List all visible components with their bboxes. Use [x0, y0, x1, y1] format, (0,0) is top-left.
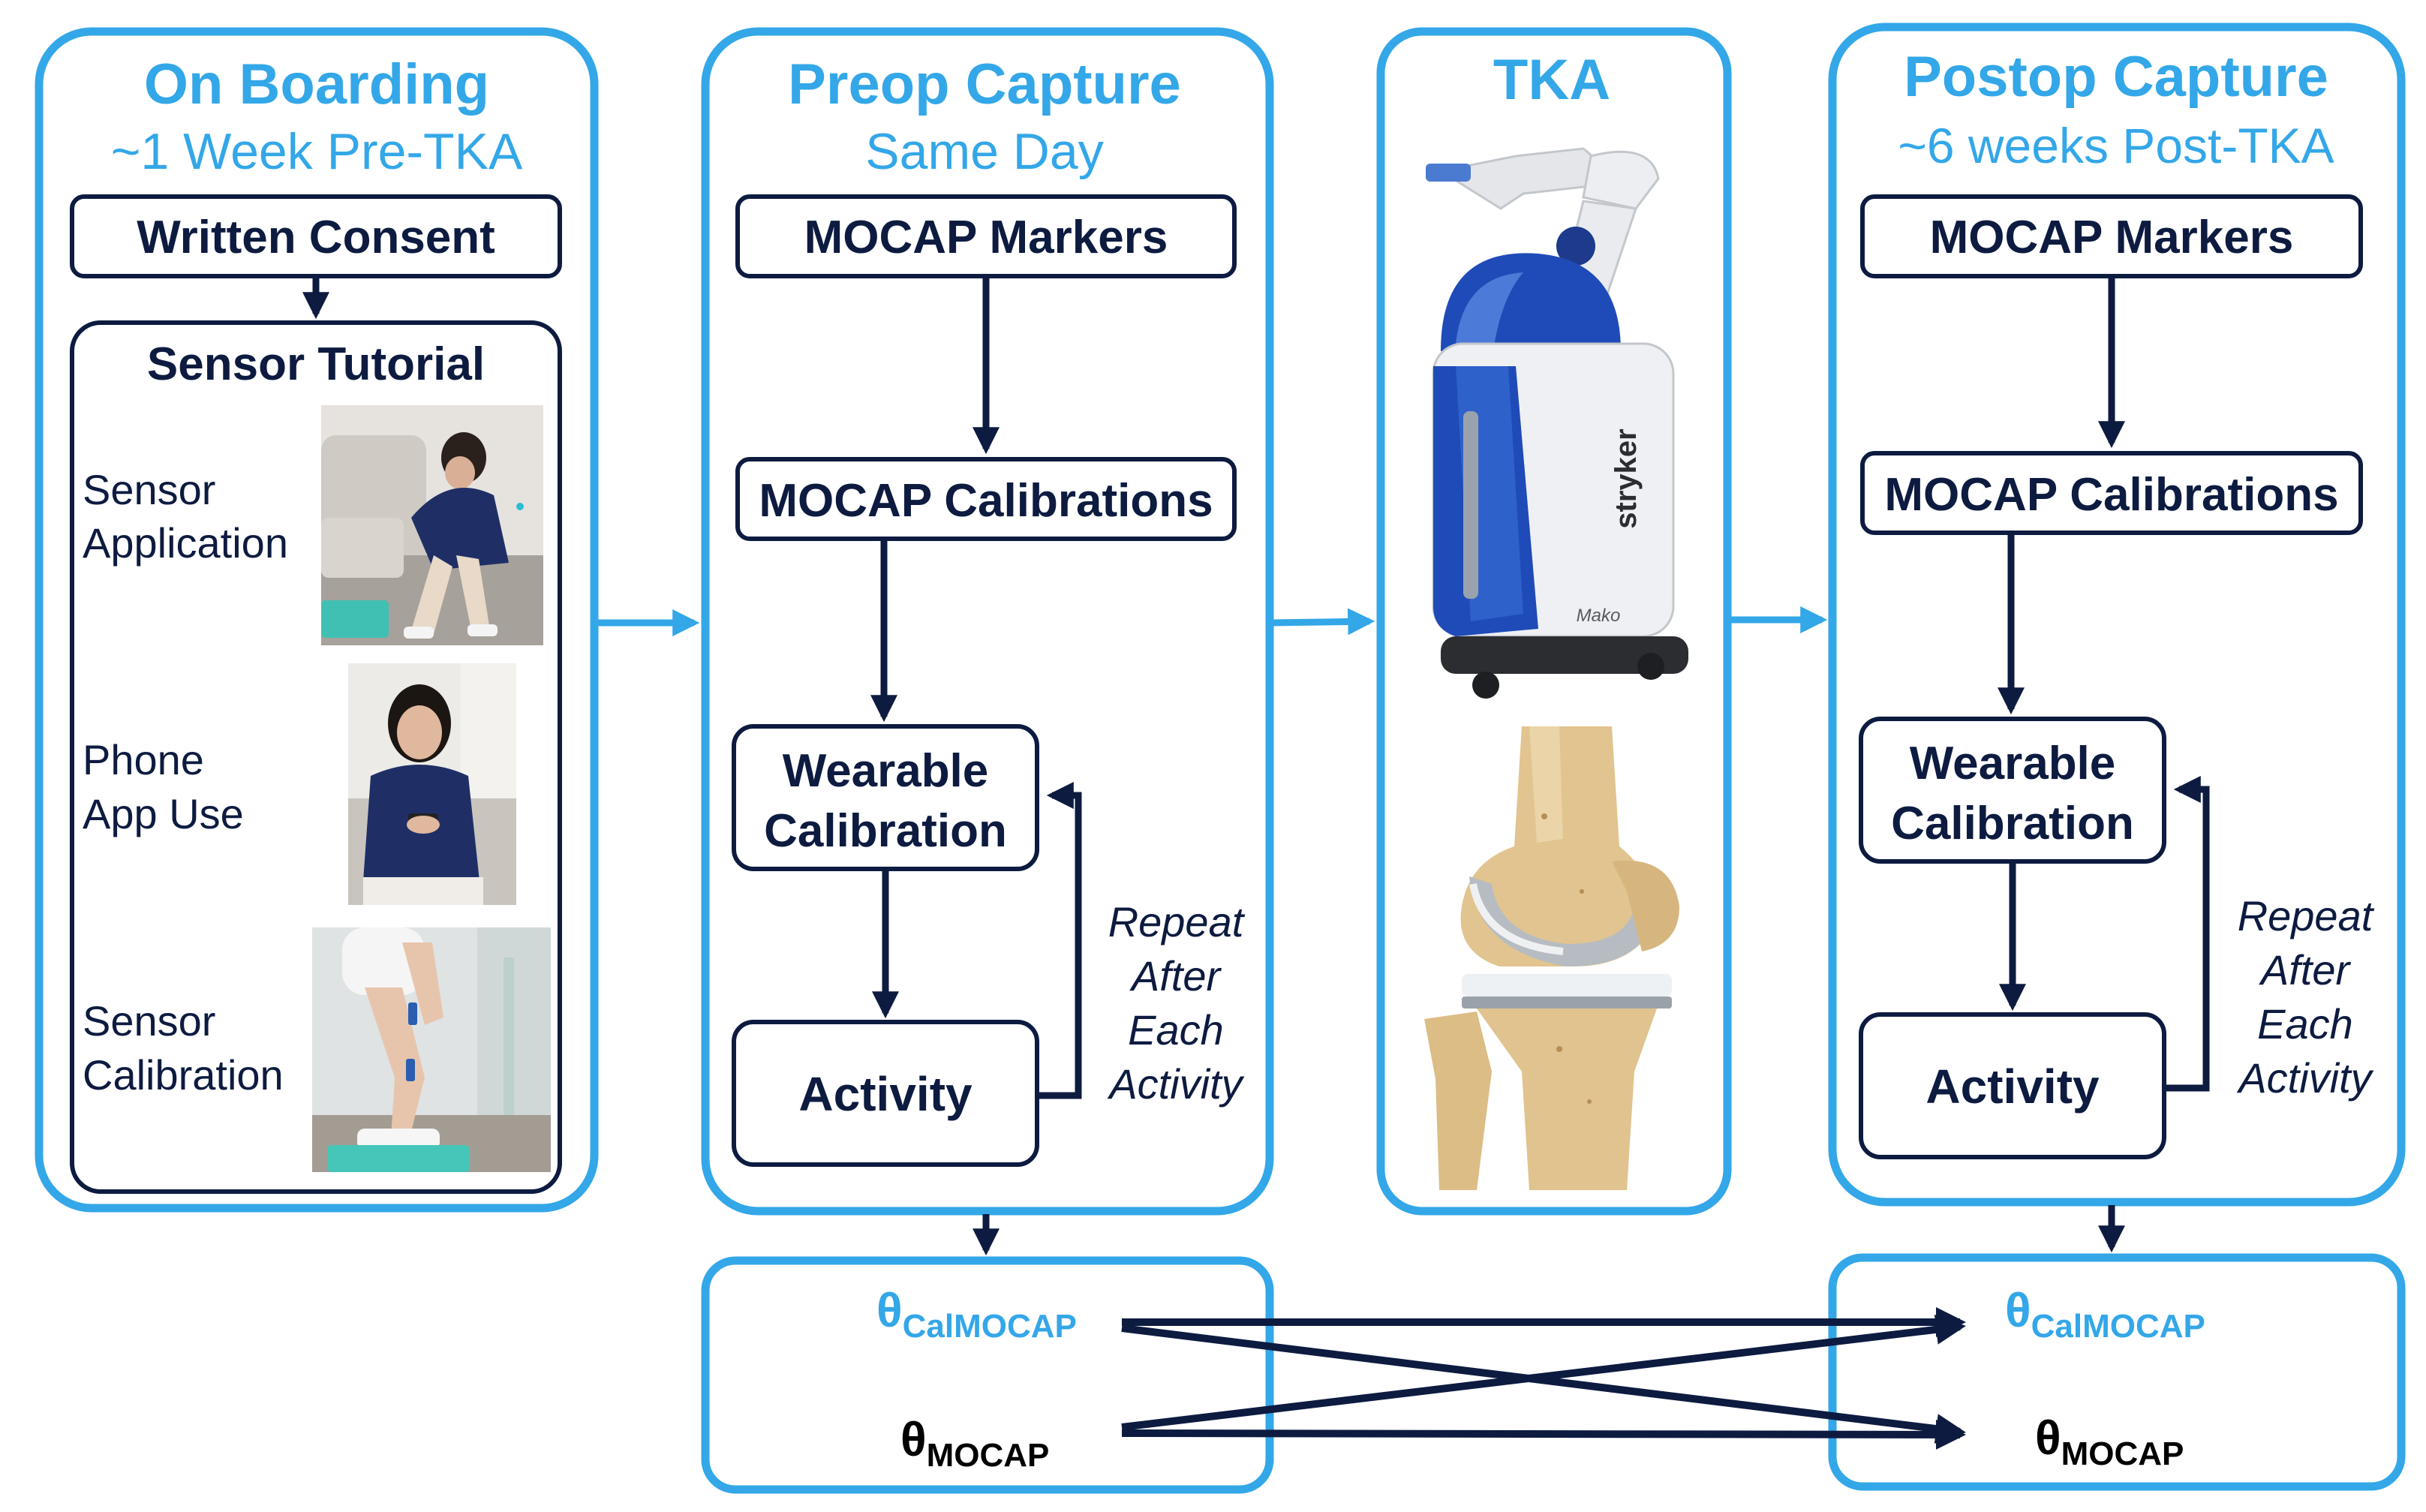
mocap-to-mocap-arrow	[1121, 1419, 1966, 1450]
mocap-to-calmocap-cross-arrow	[1121, 1314, 1966, 1431]
sensor-tutorial-title: Sensor Tutorial	[147, 338, 485, 390]
preop-mocap-markers-box	[735, 194, 1237, 278]
preop-repeat-line-4: Activity	[1107, 1060, 1244, 1108]
preop-repeat-line-3: Each	[1128, 1006, 1224, 1054]
postop-title: Postop Capture	[1904, 45, 2328, 109]
postop-wearable-label-1: Wearable	[1910, 738, 2116, 789]
preop-repeat-line-2: After	[1129, 952, 1222, 999]
tka-panel	[1376, 27, 1732, 1216]
postop-wearable-label-2: Calibration	[1891, 798, 2134, 849]
postop-mocap-markers-box	[1860, 194, 2363, 278]
written-consent-box	[70, 194, 562, 278]
postop-repeat-line-4: Activity	[2236, 1054, 2373, 1102]
phone-app-use-label-2: App Use	[83, 790, 244, 837]
phone-app-use-label-1: Phone	[83, 736, 204, 783]
preop-mocap-markers-label: MOCAP Markers	[804, 212, 1168, 263]
preop-repeat-line-1: Repeat	[1108, 898, 1246, 945]
preop-repeat-loop-arrow	[1039, 782, 1082, 1099]
sensor-calibration-label-2: Calibration	[83, 1051, 284, 1099]
sensor-application-label-1: Sensor	[83, 466, 215, 513]
postop-panel	[1828, 23, 2406, 1207]
preop-theta-mocap: θMOCAP	[900, 1412, 1049, 1474]
sensor-calibration-label-1: Sensor	[83, 997, 215, 1045]
preop-mocap-calibrations-label: MOCAP Calibrations	[759, 475, 1213, 527]
preop-output-panel	[701, 1256, 1274, 1494]
postop-repeat-loop-arrow	[2166, 776, 2210, 1092]
postop-activity-box	[1859, 1012, 2166, 1159]
postop-theta-calmocap: θCalMOCAP	[2005, 1283, 2205, 1345]
preop-activity-box	[732, 1020, 1039, 1167]
postop-wearable-calibration-box	[1859, 717, 2166, 864]
postop-theta-mocap: θMOCAP	[2035, 1411, 2184, 1472]
postop-repeat-line-3: Each	[2257, 1000, 2353, 1048]
preop-wearable-calibration-box	[732, 724, 1039, 871]
preop-title: Preop Capture	[788, 53, 1181, 116]
postop-mocap-calibrations-box	[1860, 451, 2363, 535]
onboarding-title: On Boarding	[144, 53, 489, 116]
preop-subtitle: Same Day	[865, 123, 1103, 180]
postop-subtitle: ~6 weeks Post-TKA	[1898, 118, 2334, 173]
postop-mocap-calibrations-label: MOCAP Calibrations	[1884, 469, 2338, 521]
onboarding-subtitle: ~1 Week Pre-TKA	[111, 123, 523, 180]
postop-repeat-line-2: After	[2259, 946, 2352, 993]
preop-theta-calmocap: θCalMOCAP	[876, 1283, 1077, 1345]
sensor-application-label-2: Application	[83, 519, 288, 567]
tka-title: TKA	[1493, 48, 1610, 112]
preop-activity-label: Activity	[798, 1067, 973, 1121]
preop-wearable-label-2: Calibration	[764, 805, 1007, 857]
postop-repeat-line-1: Repeat	[2238, 892, 2375, 939]
postop-activity-label: Activity	[1925, 1060, 2100, 1114]
written-consent-label: Written Consent	[137, 212, 495, 263]
postop-mocap-markers-label: MOCAP Markers	[1930, 212, 2294, 263]
preop-mocap-calibrations-box	[735, 457, 1237, 541]
postop-output-panel	[1828, 1253, 2406, 1491]
preop-to-tka-arrow	[1269, 608, 1375, 636]
preop-wearable-label-1: Wearable	[783, 745, 989, 797]
